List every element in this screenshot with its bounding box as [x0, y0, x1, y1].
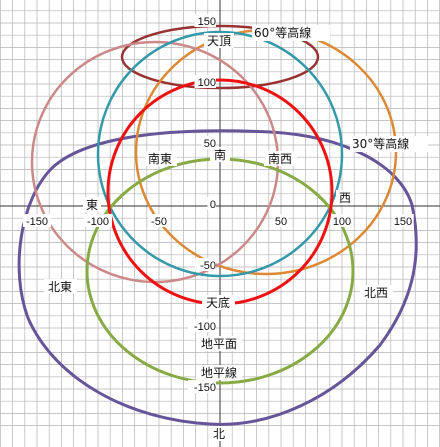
y-tick-bg [188, 319, 216, 332]
label-horizon-plane: 地平面 [196, 336, 242, 351]
x-tick-bg [331, 214, 353, 227]
label-southwest: 南西 [264, 151, 297, 166]
zenith-label: 天頂 [207, 34, 231, 48]
northeast-label: 北東 [48, 280, 72, 294]
x-tick-bg [84, 214, 112, 227]
x-tick-label: 50 [275, 216, 287, 228]
southeast-label: 南東 [148, 151, 172, 166]
label-east: 東 [83, 197, 101, 212]
label-alt30: 30°等高線 [350, 136, 428, 152]
label-northwest: 北西 [360, 285, 393, 300]
contour-60-curve [120, 24, 320, 90]
label-northeast: 北東 [44, 279, 77, 294]
y-tick-bg [207, 197, 216, 210]
meridian-ew-curve [96, 30, 344, 278]
y-tick-bg [194, 75, 216, 88]
y-tick-bg [201, 136, 216, 149]
y-tick-bg [194, 258, 216, 271]
label-zenith: 天頂 [204, 33, 234, 48]
label-horizon-line: 地平線 [196, 365, 242, 380]
label-alt60: 60°等高線 [252, 25, 330, 41]
contour-30-label: 30°等高線 [352, 136, 409, 151]
x-tick-label: -150 [26, 216, 48, 228]
horizon-line-label: 地平線 [201, 365, 237, 380]
x-tick-label: -100 [87, 216, 109, 228]
contour-60-label: 60°等高線 [254, 25, 311, 40]
nadir-label: 天底 [206, 295, 230, 310]
y-tick-label: -50 [200, 260, 216, 272]
diagram-labels: 天頂 60°等高線 30°等高線 南 南東 南西 東 西 北東 北西 天底 地平… [44, 25, 428, 441]
y-tick-label: -100 [194, 321, 216, 333]
east-label: 東 [86, 198, 98, 212]
x-tick-label: 100 [333, 216, 351, 228]
northwest-label: 北西 [364, 286, 388, 300]
outer-sphere-curve [17, 129, 418, 426]
label-nadir: 天底 [202, 295, 235, 310]
y-tick-bg [188, 380, 216, 393]
y-tick-label: 100 [198, 77, 216, 89]
north-label: 北 [213, 427, 225, 441]
y-tick-label: -150 [194, 382, 216, 394]
horizon-plane-label: 地平面 [201, 337, 237, 351]
southwest-label: 南西 [268, 151, 292, 166]
south-label: 南 [214, 147, 226, 162]
x-tick-bg [148, 214, 170, 227]
label-west: 西 [336, 190, 354, 205]
x-tick-label: 150 [394, 216, 412, 228]
y-tick-label: 150 [198, 16, 216, 28]
x-tick-bg [392, 214, 414, 227]
x-tick-label: -50 [151, 216, 167, 228]
y-tick-bg [194, 14, 216, 27]
label-south: 南 [210, 147, 230, 162]
label-north: 北 [209, 426, 229, 441]
west-label: 西 [339, 191, 351, 205]
x-tick-bg [273, 214, 289, 227]
y-tick-label: 0 [210, 199, 216, 211]
x-tick-bg [23, 214, 51, 227]
label-southeast: 南東 [144, 151, 177, 166]
